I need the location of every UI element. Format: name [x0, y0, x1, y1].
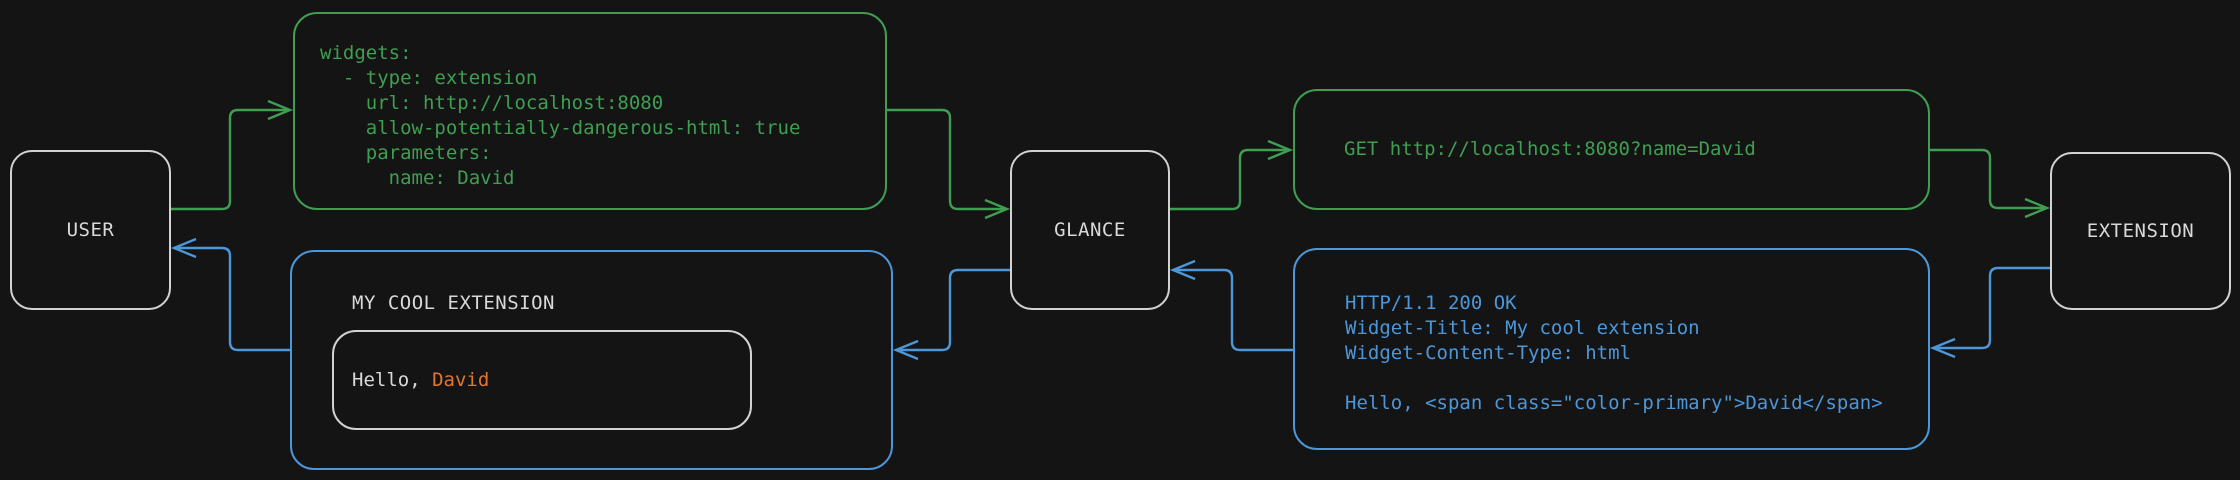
arrow-user-to-config: [171, 99, 294, 211]
http-request-box: GET http://localhost:8080?name=David: [1293, 89, 1930, 210]
http-response-box: HTTP/1.1 200 OK Widget-Title: My cool ex…: [1293, 248, 1930, 450]
config-line: url: http://localhost:8080: [320, 92, 664, 114]
greeting-prefix: Hello,: [352, 369, 433, 391]
node-extension: EXTENSION: [2050, 152, 2231, 310]
arrow-glance-to-request: [1170, 139, 1294, 211]
arrow-glance-to-widget: [892, 268, 1010, 361]
arrow-response-to-glance: [1169, 259, 1293, 352]
node-user-label: USER: [66, 219, 115, 241]
node-glance: GLANCE: [1010, 150, 1170, 310]
config-line: - type: extension: [320, 67, 538, 89]
config-line: parameters:: [320, 142, 492, 164]
config-line: allow-potentially-dangerous-html: true: [320, 117, 801, 139]
arrow-widget-to-user: [170, 237, 290, 352]
config-yaml-box: widgets: - type: extension url: http://l…: [293, 12, 887, 210]
response-line: [1345, 366, 1928, 391]
request-line: GET http://localhost:8080?name=David: [1344, 138, 1756, 160]
node-extension-label: EXTENSION: [2086, 220, 2195, 242]
node-user: USER: [10, 150, 171, 310]
config-line: widgets:: [320, 42, 412, 64]
arrow-config-to-glance: [887, 108, 1011, 220]
widget-title: MY COOL EXTENSION: [352, 292, 555, 314]
response-line: HTTP/1.1 200 OK: [1345, 292, 1517, 314]
node-glance-label: GLANCE: [1054, 219, 1126, 241]
arrow-request-to-extension: [1930, 148, 2051, 219]
widget-greeting-box: Hello, David: [332, 330, 752, 430]
arrow-extension-to-response: [1929, 266, 2050, 359]
widget-preview-box: MY COOL EXTENSION Hello, David: [290, 250, 893, 470]
response-line: Hello, <span class="color-primary">David…: [1345, 392, 1883, 414]
response-line: Widget-Title: My cool extension: [1345, 317, 1700, 339]
response-line: Widget-Content-Type: html: [1345, 342, 1631, 364]
greeting-name: David: [432, 369, 490, 391]
config-line: name: David: [320, 167, 515, 189]
